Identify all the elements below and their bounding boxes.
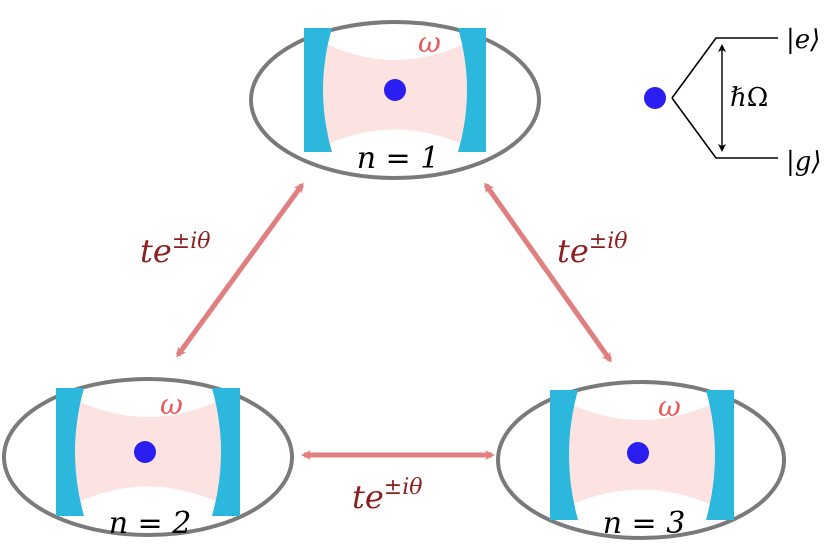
cavity-2-index-label: n = 2 [109,506,192,541]
coupling-label-2-3-base: te [352,478,384,516]
cavity-3: ω n = 3 [496,380,786,541]
cavity-2-omega-label: ω [160,388,183,421]
cavity-1: ω n = 1 [249,20,541,180]
cavity-2-atom [134,441,156,463]
excited-state-label: |e⟩ [786,25,820,55]
cavity-1-boundary [249,20,541,180]
coupling-label-1-3-exponent: ±iθ [589,229,628,254]
cavity-3-omega-label: ω [658,390,681,423]
coupling-label-1-3: te±iθ [557,229,628,270]
cavity-1-right-mirror [458,28,486,152]
level-scheme: ℏΩ |e⟩ |g⟩ [644,25,822,177]
level-scheme-atom [644,87,666,109]
cavity-1-index-label: n = 1 [357,141,440,176]
cavity-2-left-mirror [56,388,84,516]
coupling-arrow-1-3 [483,182,613,363]
cavity-1-left-mirror [304,28,332,152]
cavity-1-omega-label: ω [418,26,441,59]
cavity-3-right-mirror [706,390,734,520]
cavity-3-index-label: n = 3 [603,506,686,541]
coupling-label-2-3: te±iθ [352,475,423,516]
coupling-arrow-1-2 [175,182,305,358]
coupling-label-2-3-exponent: ±iθ [384,475,423,500]
cavity-3-atom [627,442,649,464]
splitting-label: ℏΩ [730,83,768,113]
cavity-2-right-mirror [212,388,240,516]
cavity-1-atom [384,79,406,101]
cavity-2-boundary [2,377,294,537]
coupling-label-1-2-exponent: ±iθ [172,229,211,254]
excited-level-line [671,37,778,99]
ground-state-label: |g⟩ [786,147,822,177]
cavity-3-left-mirror [550,390,578,520]
coupling-label-1-2-base: te [140,232,172,270]
cavity-2: ω n = 2 [2,377,294,541]
cavity-3-boundary [496,380,786,540]
coupling-label-1-2: te±iθ [140,229,211,270]
coupling-label-1-3-base: te [557,232,589,270]
ground-level-line [671,97,778,159]
